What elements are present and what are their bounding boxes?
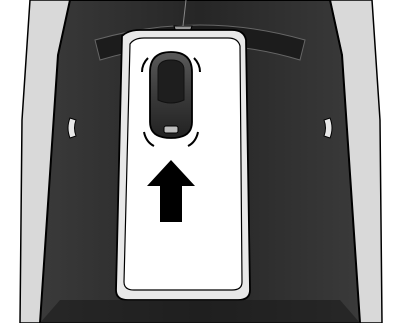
right-side-latch: [324, 118, 332, 138]
key-fob-ring-slot: [164, 126, 178, 133]
key-fob-button: [158, 60, 184, 103]
console-bottom-edge: [40, 300, 360, 323]
key-fob: [150, 52, 192, 138]
left-side-latch: [68, 118, 76, 138]
